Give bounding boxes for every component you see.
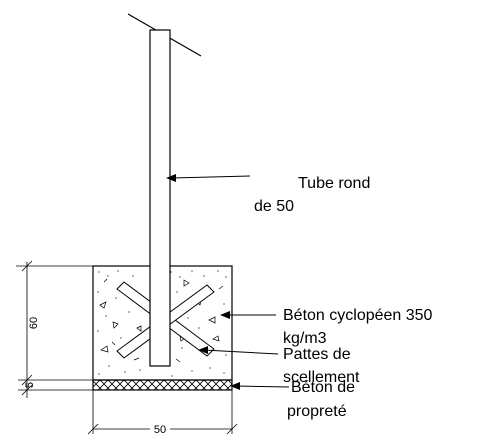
label-pattes-line1: Pattes de: [283, 346, 351, 363]
vertical-dimensions: [16, 260, 93, 398]
leader-pattes: [198, 346, 279, 355]
horizontal-dimension: [87, 390, 238, 435]
concrete-dots: [97, 270, 227, 377]
dim-width: 50: [154, 424, 166, 436]
label-tube-line2: de 50: [254, 198, 294, 215]
lean-concrete-layer: [92, 379, 233, 391]
label-beton-cyclopeen-line1: Béton cyclopéen 350: [283, 307, 433, 324]
leader-proprete: [230, 382, 290, 390]
round-tube: [149, 29, 171, 367]
leader-tube: [166, 174, 251, 182]
label-tube-line1: Tube rond: [298, 175, 370, 192]
leader-beton-cyclopeen: [220, 311, 276, 319]
label-pattes-line2: scellement: [283, 369, 360, 386]
dim-height-base: 5: [24, 382, 36, 388]
dim-height-main: 60: [28, 317, 40, 329]
label-beton-cyclopeen-line2: kg/m3: [283, 330, 327, 347]
label-proprete-line2: propreté: [287, 403, 347, 420]
label-proprete-line1: Béton de: [291, 379, 355, 396]
